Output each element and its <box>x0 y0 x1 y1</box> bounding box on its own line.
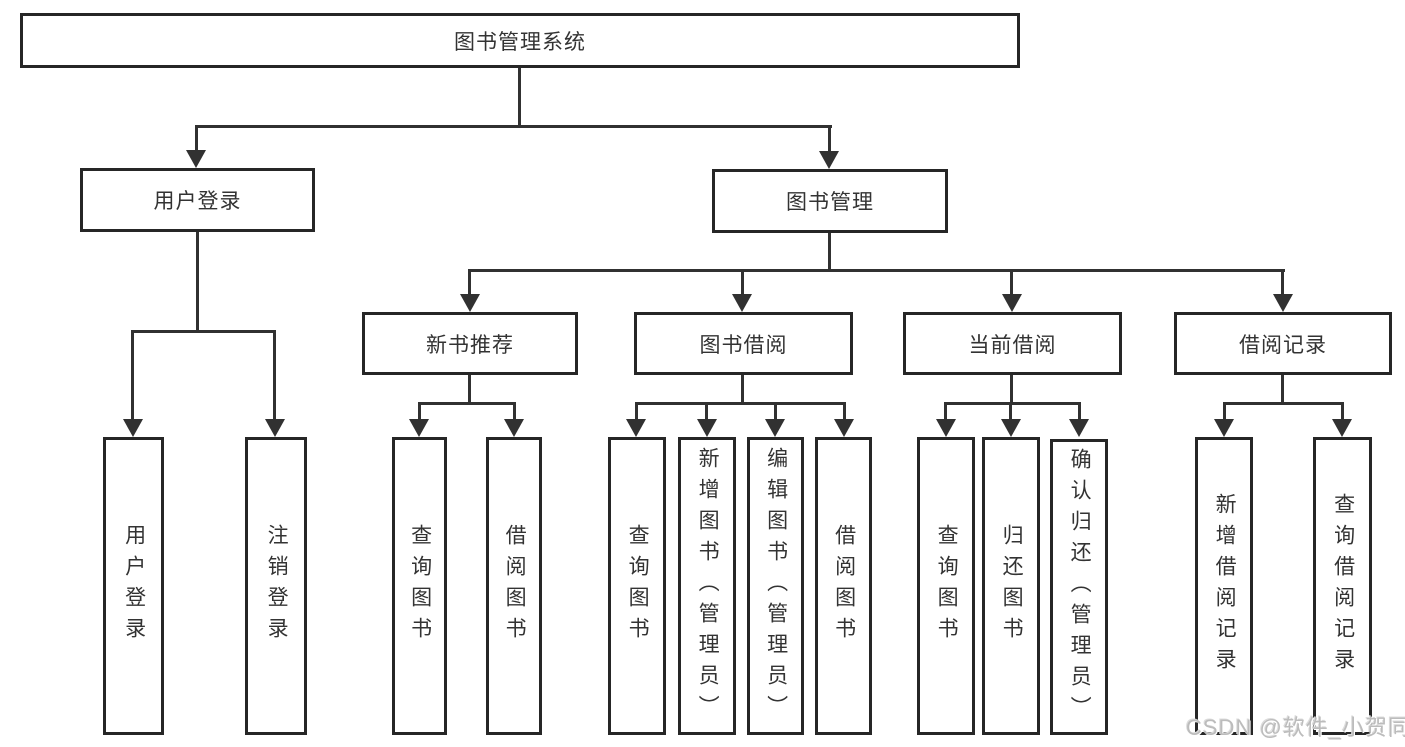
connector-newrec-stem <box>468 373 471 405</box>
connector-drop-book-mgmt <box>828 125 831 153</box>
leaf-rec-query-books-label: 查询图书 <box>408 524 432 648</box>
leaf-bb-add-books-admin: 新增图书（管理员） <box>678 437 736 735</box>
arrowhead-bb-borrow <box>834 419 854 437</box>
connector-drop-bb-query <box>635 402 638 421</box>
leaf-br-query-record-label: 查询借阅记录 <box>1331 493 1355 679</box>
connector-drop-cb-confirm <box>1078 402 1081 421</box>
leaf-cb-return-books-label: 归还图书 <box>1000 524 1024 648</box>
node-library-system-label: 图书管理系统 <box>454 30 586 54</box>
connector-drop-rec-borrow <box>513 402 516 421</box>
connector-drop-bb-add <box>705 402 708 421</box>
connector-drop-rec-query <box>418 402 421 421</box>
arrowhead-leaf-logout <box>265 419 285 437</box>
node-current-borrow: 当前借阅 <box>903 312 1122 375</box>
leaf-br-add-record: 新增借阅记录 <box>1195 437 1253 735</box>
node-new-book-recommend-label: 新书推荐 <box>426 333 514 357</box>
leaf-rec-borrow-books: 借阅图书 <box>486 437 542 735</box>
connector-drop-cb-query <box>944 402 947 421</box>
connector-drop-cb-return <box>1009 402 1012 421</box>
leaf-rec-query-books: 查询图书 <box>392 437 447 735</box>
connector-drop-br-query <box>1341 402 1344 421</box>
node-borrow-records-label: 借阅记录 <box>1239 333 1327 357</box>
arrowhead-book-mgmt <box>819 151 839 169</box>
connector-drop-bb-borrow <box>843 402 846 421</box>
arrowhead-cb-query <box>936 419 956 437</box>
connector-curborrow-rail <box>944 402 1081 405</box>
arrowhead-book-borrow <box>732 294 752 312</box>
leaf-bb-add-books-admin-label: 新增图书（管理员） <box>696 446 720 726</box>
connector-bookmgmt-rail <box>468 269 1285 272</box>
leaf-cb-query-books-label: 查询图书 <box>935 524 959 648</box>
connector-bookborrow-stem <box>741 373 744 405</box>
connector-records-stem <box>1281 373 1284 405</box>
leaf-user-login-label: 用户登录 <box>122 524 146 648</box>
leaf-logout: 注销登录 <box>245 437 307 735</box>
node-book-borrow-label: 图书借阅 <box>699 333 788 357</box>
leaf-cb-return-books: 归还图书 <box>982 437 1040 735</box>
arrowhead-cb-confirm <box>1069 419 1089 437</box>
connector-drop-user-login <box>195 125 198 153</box>
node-book-management: 图书管理 <box>712 169 948 233</box>
connector-userlogin-stem <box>196 230 199 333</box>
arrowhead-br-query <box>1332 419 1352 437</box>
leaf-bb-borrow-books-label: 借阅图书 <box>832 524 856 648</box>
connector-root-stem <box>518 66 521 127</box>
leaf-bb-edit-books-admin: 编辑图书（管理员） <box>747 437 804 735</box>
arrowhead-leaf-login <box>123 419 143 437</box>
connector-bookmgmt-stem <box>828 231 831 272</box>
arrowhead-rec-borrow <box>504 419 524 437</box>
arrowhead-new-rec <box>460 294 480 312</box>
node-book-borrow: 图书借阅 <box>634 312 853 375</box>
arrowhead-user-login <box>186 150 206 168</box>
leaf-bb-borrow-books: 借阅图书 <box>815 437 872 735</box>
leaf-bb-query-books: 查询图书 <box>608 437 666 735</box>
arrowhead-bb-add <box>697 419 717 437</box>
leaf-br-query-record: 查询借阅记录 <box>1313 437 1372 735</box>
connector-drop-book-borrow <box>741 269 744 296</box>
node-current-borrow-label: 当前借阅 <box>968 333 1057 357</box>
arrowhead-cur-borrow <box>1002 294 1022 312</box>
node-new-book-recommend: 新书推荐 <box>362 312 578 375</box>
arrowhead-records <box>1273 294 1293 312</box>
connector-drop-bb-edit <box>774 402 777 421</box>
leaf-bb-query-books-label: 查询图书 <box>626 524 650 648</box>
node-library-system: 图书管理系统 <box>20 13 1020 68</box>
leaf-cb-confirm-return-admin-label: 确认归还（管理员） <box>1068 447 1092 727</box>
arrowhead-cb-return <box>1001 419 1021 437</box>
arrowhead-br-add <box>1214 419 1234 437</box>
connector-root-rail <box>195 125 832 128</box>
arrowhead-bb-edit <box>765 419 785 437</box>
arrowhead-rec-query <box>409 419 429 437</box>
leaf-rec-borrow-books-label: 借阅图书 <box>503 524 527 648</box>
leaf-logout-label: 注销登录 <box>265 524 289 648</box>
connector-drop-br-add <box>1223 402 1226 421</box>
csdn-watermark: CSDN @软件_小贺同学 <box>1186 715 1405 740</box>
connector-drop-cur-borrow <box>1010 269 1013 296</box>
connector-drop-leaf-logout <box>273 330 276 421</box>
connector-drop-leaf-login <box>131 330 134 421</box>
node-book-management-label: 图书管理 <box>786 191 874 214</box>
leaf-user-login: 用户登录 <box>103 437 164 735</box>
connector-newrec-rail <box>418 402 516 405</box>
leaf-bb-edit-books-admin-label: 编辑图书（管理员） <box>764 446 788 726</box>
node-user-login: 用户登录 <box>80 168 315 232</box>
leaf-cb-confirm-return-admin: 确认归还（管理员） <box>1050 439 1108 735</box>
arrowhead-bb-query <box>626 419 646 437</box>
node-borrow-records: 借阅记录 <box>1174 312 1392 375</box>
leaf-br-add-record-label: 新增借阅记录 <box>1213 493 1237 679</box>
connector-records-rail <box>1223 402 1344 405</box>
connector-drop-records <box>1281 269 1284 296</box>
connector-curborrow-stem <box>1010 373 1013 405</box>
connector-userlogin-rail <box>131 330 276 333</box>
leaf-cb-query-books: 查询图书 <box>917 437 975 735</box>
connector-bookborrow-rail <box>635 402 846 405</box>
connector-drop-new-rec <box>468 269 471 296</box>
node-user-login-label: 用户登录 <box>153 190 242 213</box>
